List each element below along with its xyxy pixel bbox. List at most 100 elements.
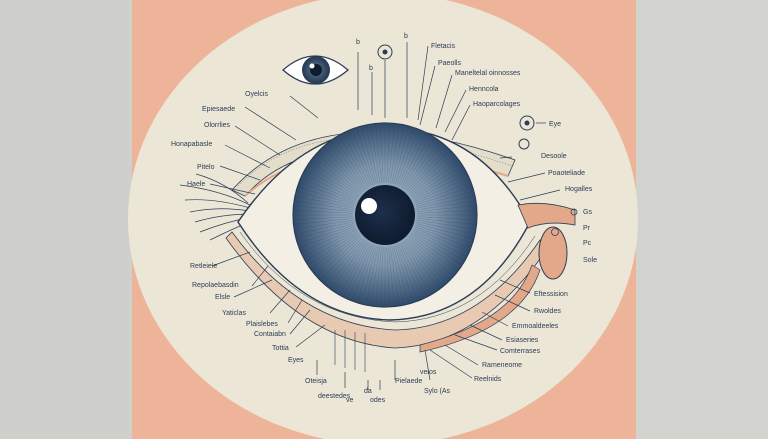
- iris-fiber: [348, 244, 373, 298]
- iris-fiber: [304, 229, 357, 257]
- iris-fiber: [410, 161, 458, 197]
- iris-fiber: [414, 182, 470, 204]
- iris-fiber: [309, 165, 359, 198]
- iris-fiber: [366, 246, 379, 304]
- iris-fiber: [414, 178, 468, 203]
- iris-fiber: [295, 205, 354, 212]
- label-bottom-11: Reelnids: [474, 376, 502, 383]
- iris-fiber: [396, 244, 418, 300]
- label-left-3: Olorrlies: [204, 122, 231, 129]
- iris-fiber: [357, 129, 376, 185]
- label-bottom-5: ve: [346, 397, 354, 404]
- label-top-1: Fletacis: [431, 43, 456, 50]
- label-left-4: Honapabasle: [171, 141, 212, 148]
- iris-fiber: [409, 234, 456, 272]
- iris-fiber: [393, 128, 409, 185]
- iris-fiber: [415, 191, 472, 207]
- small-eye-icon: [282, 55, 350, 85]
- iris-fiber: [298, 223, 355, 239]
- lacrimal-sac: [538, 226, 568, 280]
- tear-duct: [517, 202, 576, 229]
- label-top-5: Haoparcolages: [473, 101, 521, 108]
- label-right-13: Comterrases: [500, 348, 541, 355]
- iris-fiber: [375, 246, 382, 305]
- label-right-2: Desoole: [541, 153, 567, 160]
- iris-fiber: [300, 182, 356, 204]
- label-bottom-2: Eyes: [288, 357, 304, 364]
- iris-fiber: [352, 244, 374, 300]
- iris-fiber: [343, 134, 371, 187]
- iris-fiber: [339, 242, 370, 293]
- iris-fiber: [296, 200, 354, 211]
- iris-fiber: [406, 147, 446, 192]
- label-right-3: Poaoteliade: [548, 170, 585, 177]
- iris-fiber: [394, 245, 413, 301]
- label-top-3: Maneltelal oinnosses: [455, 70, 521, 77]
- iris-fiber: [324, 147, 364, 192]
- iris-fiber: [389, 126, 400, 184]
- label-left-8: Repolaebasdin: [192, 282, 239, 289]
- label-right-10: Rwoldes: [534, 308, 561, 315]
- iris-fiber: [403, 142, 439, 190]
- iris-fiber: [375, 125, 382, 184]
- iris-fiber: [296, 219, 354, 230]
- iris-fiber: [416, 210, 475, 214]
- iris-fiber: [295, 210, 354, 214]
- iris-fiber: [352, 130, 374, 186]
- iris-fiber: [413, 173, 466, 201]
- iris-fiber: [415, 187, 471, 206]
- iris-fiber: [393, 245, 409, 302]
- label-right-9: Eftessision: [534, 291, 568, 298]
- iris-fiber: [343, 243, 371, 296]
- iris-fiber: [412, 230, 463, 261]
- pupil-highlight: [361, 198, 377, 214]
- iris-fiber: [404, 144, 442, 191]
- iris-fiber: [380, 246, 384, 305]
- label-left-6: Haele: [187, 181, 205, 188]
- iris-fiber: [415, 223, 472, 239]
- iris-fiber: [370, 246, 381, 304]
- iris-fiber: [414, 227, 468, 252]
- iris-fiber: [295, 218, 354, 225]
- iris-fiber: [402, 241, 435, 291]
- iris-fiber: [415, 224, 471, 243]
- iris-fiber: [296, 221, 354, 234]
- target-icon-small: [551, 208, 578, 236]
- iris-fiber: [307, 230, 358, 261]
- iris-fiber: [295, 216, 354, 220]
- label-top-4: Henncola: [469, 86, 499, 93]
- iris-fiber: [357, 245, 376, 301]
- iris-fiber: [361, 245, 377, 302]
- iris-fiber: [416, 196, 474, 209]
- label-bottom-10: Sylo (As: [424, 388, 451, 395]
- iris-fiber: [321, 151, 363, 193]
- labels: b b b Fletacis Paeolls Maneltelal oinnos…: [171, 33, 597, 404]
- iris-fiber: [402, 139, 435, 189]
- iris-fiber: [408, 154, 453, 194]
- label-bottom-7: Pielaede: [395, 378, 422, 385]
- iris-fiber: [321, 237, 363, 279]
- iris-fiber: [331, 240, 367, 288]
- iris-fiber: [412, 169, 463, 200]
- label-left-9: Elsle: [215, 294, 230, 301]
- iris-fiber: [399, 134, 427, 187]
- label-top-b1: b: [356, 39, 360, 46]
- label-left-10: Yaticlas: [222, 310, 246, 317]
- label-right-12: Esiaseries: [506, 337, 539, 344]
- label-right-1: Eye: [549, 121, 561, 128]
- iris-fiber: [307, 169, 358, 200]
- iris-fiber: [410, 233, 458, 269]
- iris-fiber: [411, 232, 461, 265]
- iris-fiber: [396, 130, 418, 186]
- iris-fiber: [388, 246, 395, 305]
- iris-fiber: [389, 246, 400, 304]
- iris-fiber: [339, 137, 370, 188]
- iris-fiber: [411, 165, 461, 198]
- iris-fiber: [302, 178, 356, 203]
- iris-fiber: [403, 240, 439, 288]
- label-right-6: Pr: [583, 225, 591, 232]
- iris-fiber: [312, 161, 360, 197]
- left-margin: [0, 0, 132, 439]
- leader-lines: [209, 42, 561, 390]
- iris-fiber: [302, 227, 356, 252]
